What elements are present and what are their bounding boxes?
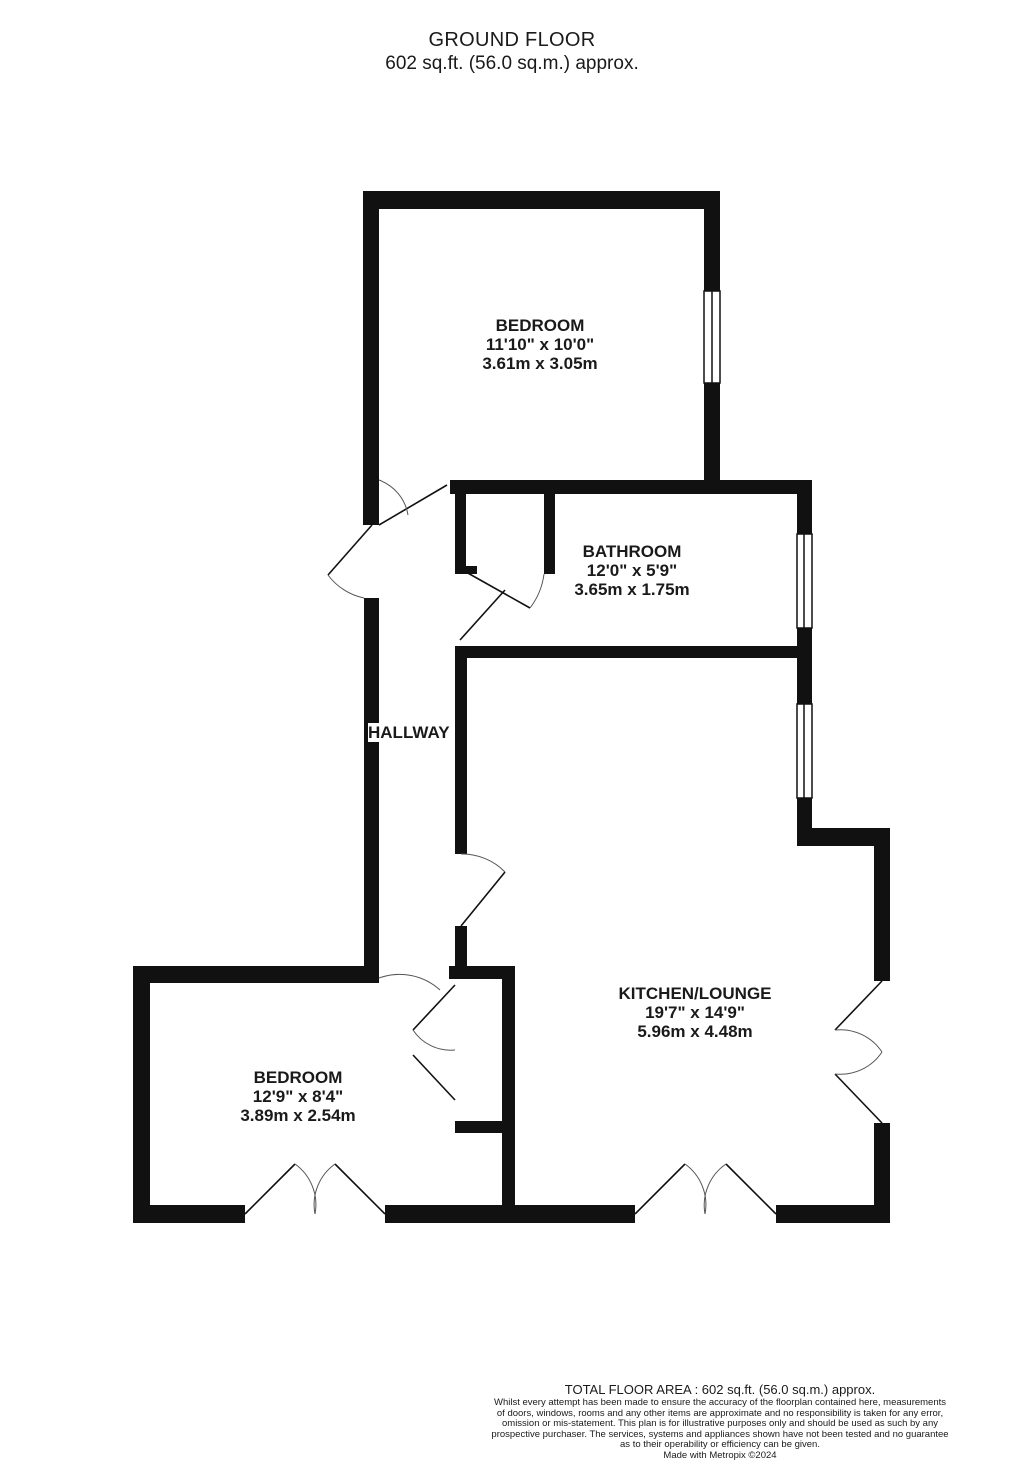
room-size-imperial: 11'10" x 10'0" [485,335,595,354]
floor-header: GROUND FLOOR 602 sq.ft. (56.0 sq.m.) app… [0,28,1024,76]
bedroom-top-walls [363,191,720,525]
disclaimer-line: as to their operability or efficiency ca… [620,1439,820,1450]
room-size-metric: 3.61m x 3.05m [482,354,598,373]
disclaimer-line: omission or mis-statement. This plan is … [502,1418,938,1429]
room-name: KITCHEN/LOUNGE [618,984,772,1003]
total-floor-area: TOTAL FLOOR AREA : 602 sq.ft. (56.0 sq.m… [564,1382,876,1397]
room-size-metric: 3.89m x 2.54m [240,1106,356,1125]
room-name: BEDROOM [495,316,585,335]
disclaimer: Whilst every attempt has been made to en… [470,1397,970,1461]
doors [244,479,883,1215]
kitchen-walls [502,798,890,1223]
bathroom-walls [450,480,812,704]
hallway-walls [364,598,467,973]
room-label-kitchen-lounge: KITCHEN/LOUNGE 19'7" x 14'9" 5.96m x 4.4… [585,984,805,1041]
disclaimer-line: prospective purchaser. The services, sys… [491,1428,949,1440]
room-size-imperial: 19'7" x 14'9" [645,1003,745,1022]
disclaimer-line: of doors, windows, rooms and any other i… [496,1407,944,1419]
footer: TOTAL FLOOR AREA : 602 sq.ft. (56.0 sq.m… [470,1382,970,1461]
bedroom-bottom-walls [133,966,515,1223]
disclaimer-line: Whilst every attempt has been made to en… [493,1397,947,1408]
room-label-hallway: HALLWAY [368,723,450,742]
room-size-imperial: 12'9" x 8'4" [252,1087,344,1106]
floor-area: 602 sq.ft. (56.0 sq.m.) approx. [385,53,639,74]
room-size-metric: 3.65m x 1.75m [574,580,690,599]
credit: Made with Metropix ©2024 [663,1449,777,1461]
room-name: BATHROOM [582,542,682,561]
room-name: BEDROOM [253,1068,343,1087]
room-label-bedroom-top: BEDROOM 11'10" x 10'0" 3.61m x 3.05m [440,316,640,373]
room-size-metric: 5.96m x 4.48m [637,1022,753,1041]
floor-title: GROUND FLOOR [428,29,596,51]
room-name: HALLWAY [368,723,450,742]
room-label-bathroom: BATHROOM 12'0" x 5'9" 3.65m x 1.75m [532,542,732,599]
room-label-bedroom-bottom: BEDROOM 12'9" x 8'4" 3.89m x 2.54m [198,1068,398,1125]
room-size-imperial: 12'0" x 5'9" [586,561,678,580]
